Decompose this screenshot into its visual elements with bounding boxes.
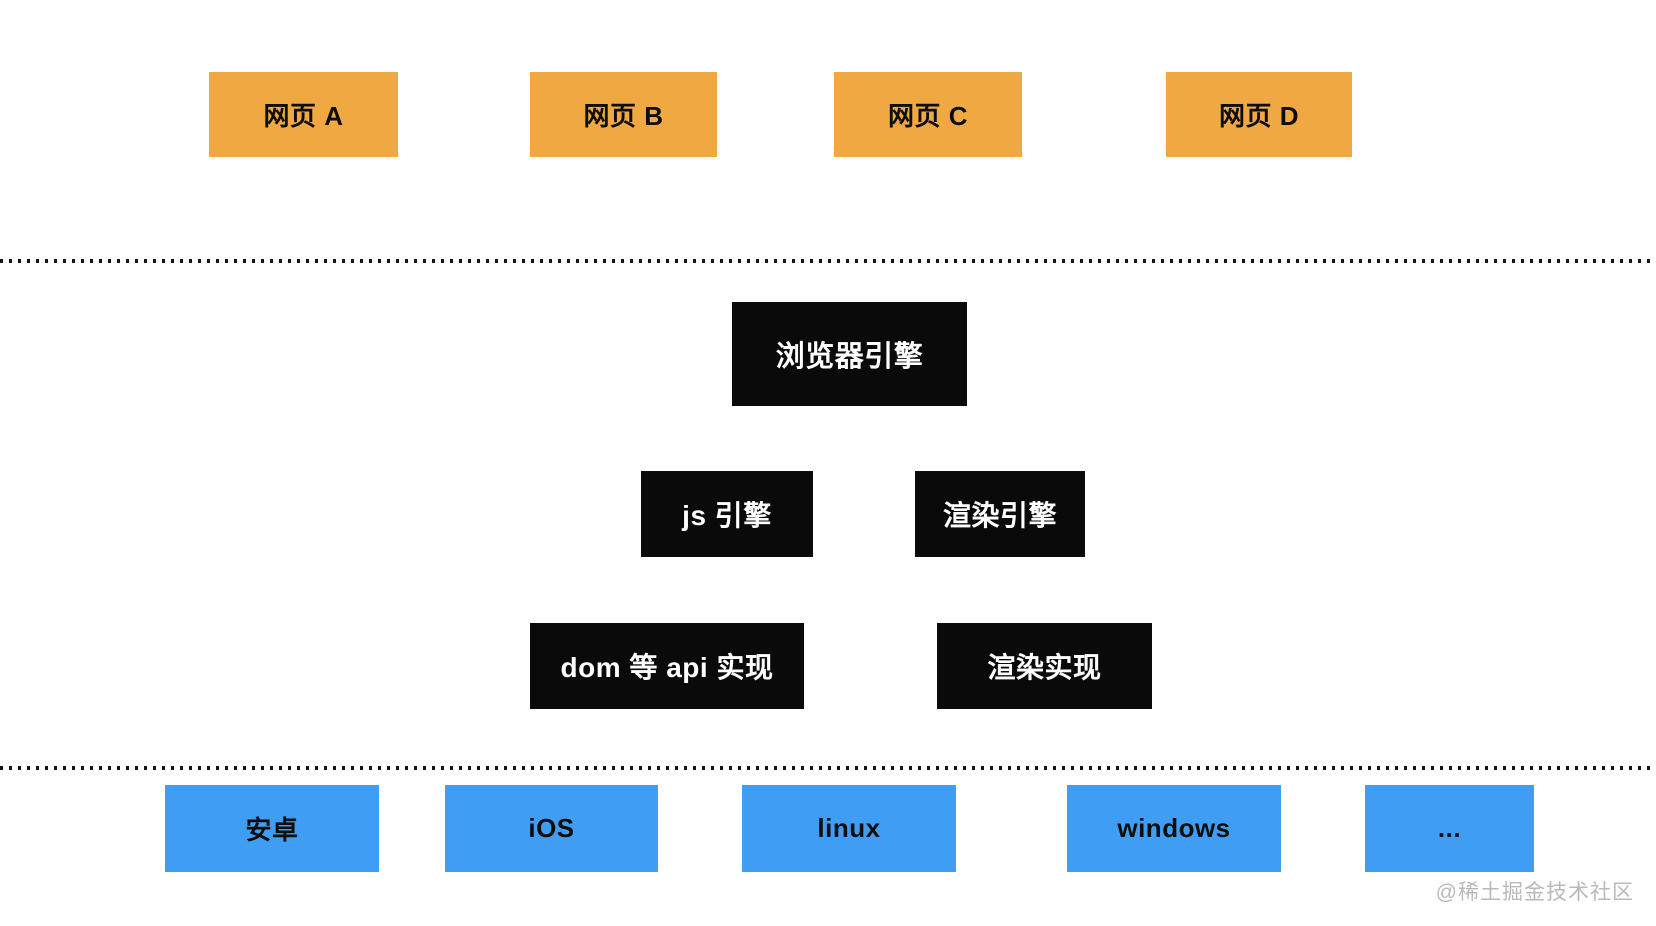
- rendering-engine-box: 渲染引擎: [915, 471, 1085, 557]
- browser-engine-box: 浏览器引擎: [732, 302, 967, 406]
- webpage-box-c: 网页 C: [834, 72, 1022, 157]
- platform-box-windows: windows: [1067, 785, 1281, 872]
- dom-api-implementation-box: dom 等 api 实现: [530, 623, 804, 709]
- layer-divider-top: [0, 259, 1656, 263]
- layer-divider-bottom: [0, 766, 1656, 770]
- platform-box-more: ...: [1365, 785, 1534, 872]
- webpage-box-b: 网页 B: [530, 72, 717, 157]
- watermark: @稀土掘金技术社区: [1435, 881, 1634, 904]
- platform-box-linux: linux: [742, 785, 956, 872]
- platform-box-android: 安卓: [165, 785, 379, 872]
- webpage-box-d: 网页 D: [1166, 72, 1352, 157]
- webpage-box-a: 网页 A: [209, 72, 398, 157]
- js-engine-box: js 引擎: [641, 471, 813, 557]
- rendering-implementation-box: 渲染实现: [937, 623, 1152, 709]
- platform-box-ios: iOS: [445, 785, 658, 872]
